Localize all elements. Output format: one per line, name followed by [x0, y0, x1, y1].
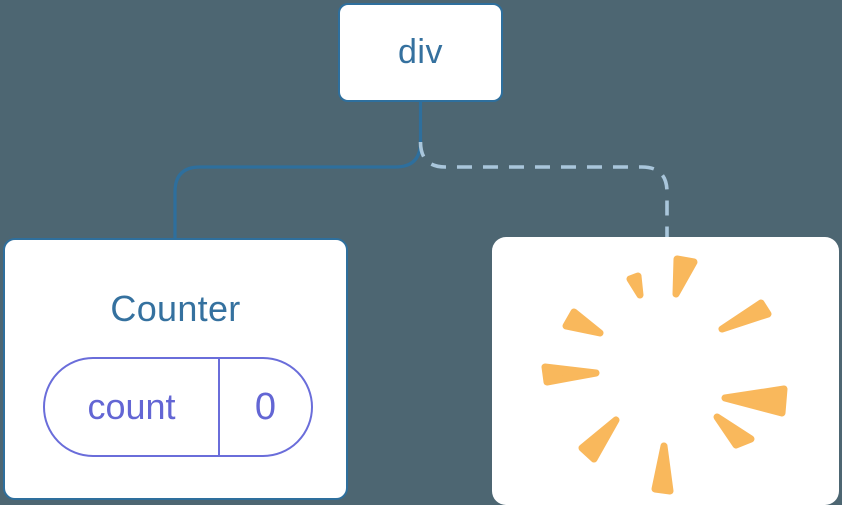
root-node-div: div — [338, 3, 503, 102]
state-pill-divider — [218, 359, 220, 455]
state-value: 0 — [254, 385, 277, 428]
root-node-label: div — [398, 33, 443, 71]
component-title: Counter — [110, 288, 241, 329]
solid-edge-to-counter — [173, 99, 423, 242]
removed-component-card — [492, 237, 839, 505]
state-key: count — [87, 386, 176, 427]
poof-burst-icon — [541, 255, 788, 495]
state-pill: count 0 — [43, 357, 313, 457]
dashed-edge-to-removed — [418, 141, 669, 239]
counter-component-card: Counter count 0 — [3, 238, 348, 500]
